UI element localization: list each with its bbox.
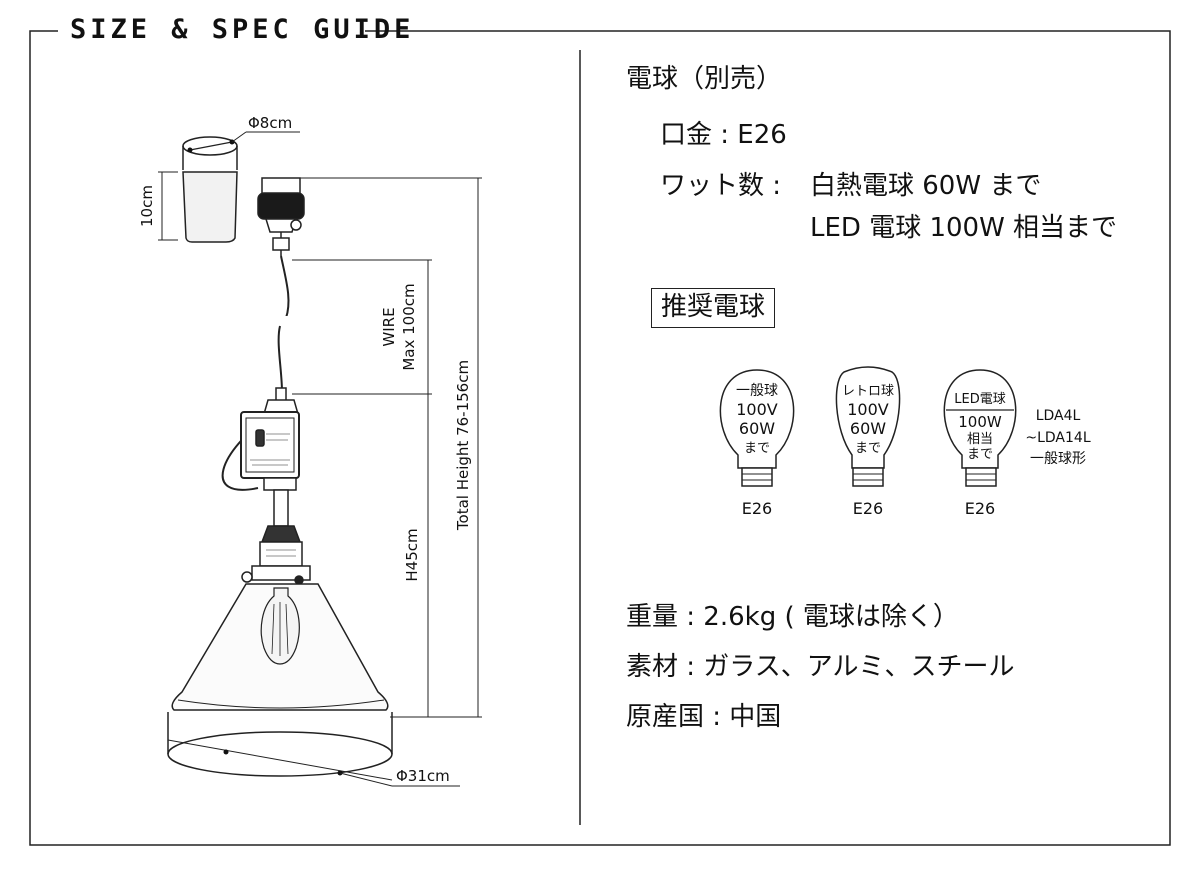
bulb-2-type: レトロ球 [842,384,894,399]
lamp-height-label: H45cm [403,528,421,581]
base-spec: 口金 : E26 [660,120,787,150]
watt-line-2: LED 電球 100W 相当まで [810,213,1118,243]
bulb-3-base: E26 [965,499,995,518]
bulb-2-limit: まで [855,441,881,456]
ceiling-socket [257,177,305,256]
bulb-3-limit: まで [967,447,993,462]
material-spec: 素材 : ガラス、アルミ、スチール [626,652,1015,682]
bulb-1-limit: まで [744,441,770,456]
bulb-icons [719,366,1017,487]
watt-line-1: 白熱電球 60W まで [810,171,1042,201]
led-note-3: 一般球形 [1030,451,1086,467]
shade-height-label: 10cm [138,185,156,227]
bulb-2-base: E26 [853,499,883,518]
recommended-bulb-box: 推奨電球 [651,288,775,328]
shade-diameter-label: Φ8cm [248,114,292,132]
bulb-3-equiv: 相当 [967,432,993,447]
switch-box [240,387,300,491]
guide-title: SIZE & SPEC GUIDE [70,14,415,45]
bulb-1-voltage: 100V [736,400,778,419]
weight-spec: 重量 : 2.6kg ( 電球は除く） [626,602,959,632]
wire-label: WIRE [380,307,398,346]
total-height-label: Total Height 76-156cm [454,360,472,531]
glass-shade [167,583,393,777]
bulb-3-type: LED電球 [954,392,1005,407]
bulb-1-watt: 60W [739,419,775,438]
bulb-heading: 電球（別売） [626,64,783,94]
wire-length-label: Max 100cm [400,283,418,370]
small-shade [182,136,238,243]
bulb-3-watt: 100W [958,413,1002,431]
led-note-2: ~LDA14L [1025,430,1090,446]
lamp-holder [241,489,311,585]
watt-label: ワット数 : [660,171,782,201]
glass-diameter-label: Φ31cm [396,767,450,785]
bulb-2-voltage: 100V [847,400,889,419]
bulb-1-type: 一般球 [736,383,778,399]
bulb-2-watt: 60W [850,419,886,438]
bulb-1-base: E26 [742,499,772,518]
led-note-1: LDA4L [1036,408,1081,424]
origin-spec: 原産国 : 中国 [626,702,782,732]
